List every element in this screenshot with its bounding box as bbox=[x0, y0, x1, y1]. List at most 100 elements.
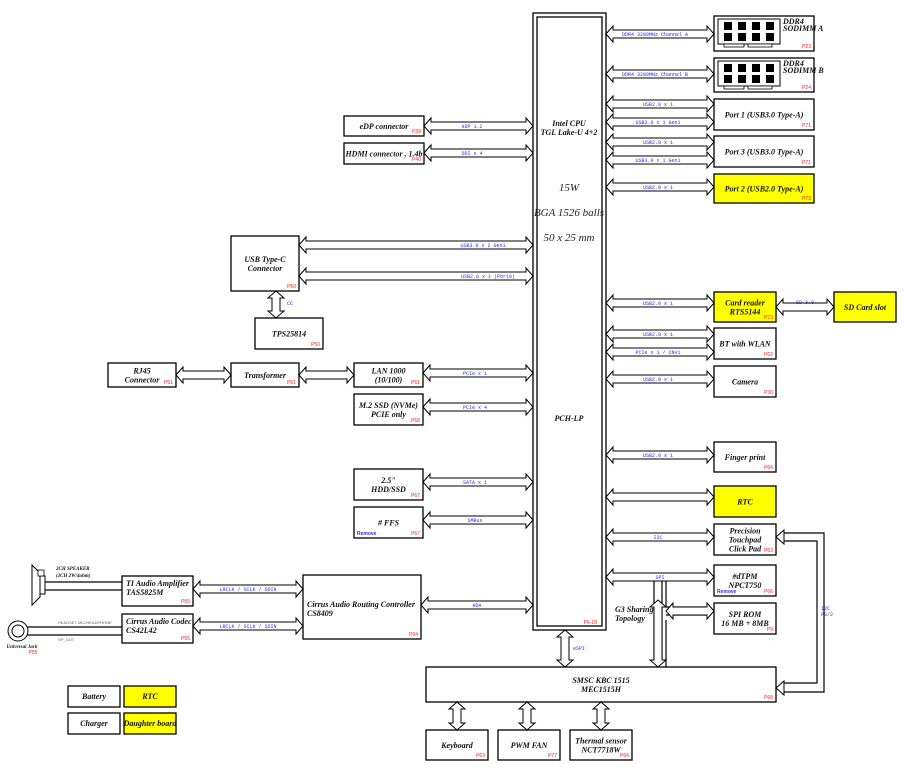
bus-arrow bbox=[605, 177, 715, 197]
bus-arrow bbox=[423, 143, 534, 163]
edp-page-ref: P39 bbox=[412, 129, 421, 135]
cc-arrow bbox=[266, 290, 286, 319]
bus-label-spi: SPI bbox=[655, 575, 664, 581]
fan-block bbox=[497, 729, 561, 761]
port3-page-ref: P71 bbox=[802, 160, 811, 166]
rtc-block bbox=[713, 485, 777, 518]
hdmi-page-ref: P40 bbox=[412, 157, 421, 163]
bus-arrow bbox=[775, 297, 835, 317]
ec-peripheral-arrow bbox=[517, 701, 537, 731]
i2c-ps2-line bbox=[784, 532, 825, 693]
ec-peripheral-arrow bbox=[591, 701, 611, 731]
dtpm-page-ref: P66 bbox=[764, 589, 773, 595]
port1-label: Port 1 (USB3.0 Type-A) bbox=[725, 111, 804, 120]
ec-arrow-head bbox=[775, 679, 785, 697]
bus-arrow bbox=[605, 527, 715, 547]
m2-label: PCIE only bbox=[371, 410, 406, 419]
bus-arrow bbox=[605, 24, 715, 44]
transformer-page-ref: P51 bbox=[287, 380, 296, 386]
thermal-label: Thermal sensor bbox=[575, 737, 628, 746]
bus-arrow bbox=[175, 365, 232, 385]
bus-label-p3-usb2: USB2.0 x 1 bbox=[643, 140, 673, 146]
cpu-power: 15W bbox=[559, 182, 580, 194]
touchpad-page-ref: P63 bbox=[764, 548, 773, 554]
finger-label: Finger print bbox=[724, 453, 766, 462]
bus-label-p3-usb3: USB3.0 x 1 Gen1 bbox=[635, 158, 680, 164]
legend-swatch bbox=[123, 712, 177, 735]
dtpm-label: #dTPM bbox=[732, 572, 759, 581]
ddr-a-label: DDR4 bbox=[782, 17, 804, 26]
legend-label: Daughter board bbox=[123, 719, 178, 728]
typec-label: Connector bbox=[248, 264, 284, 273]
speaker-line bbox=[25, 581, 122, 636]
dimm-chip-icon bbox=[724, 22, 732, 30]
ffs-remove-note: Remove bbox=[357, 531, 377, 537]
amp-page-ref: P55 bbox=[181, 599, 190, 605]
rtc-label: RTC bbox=[736, 498, 753, 507]
bus-label-hdmi: DDI x 4 bbox=[461, 151, 482, 157]
bus-arrow bbox=[605, 445, 715, 465]
hdd-label: 2.5" bbox=[380, 476, 395, 485]
ffs-block bbox=[353, 506, 424, 539]
legend-swatch bbox=[67, 712, 121, 735]
dimm-chip-icon bbox=[752, 33, 760, 41]
codec-block bbox=[121, 613, 194, 644]
bus-arrow bbox=[423, 116, 534, 136]
bus-label-cam-usb: USB2.0 x 1 bbox=[643, 377, 673, 383]
bus-label-sd: SD 3.0 bbox=[796, 300, 814, 306]
cpu-package: BGA 1526 balls bbox=[534, 207, 604, 219]
bus-label-ddr-a: DDR4 3200MHz Channel A bbox=[622, 32, 688, 38]
cpu-block bbox=[536, 16, 603, 627]
speaker-icon-body bbox=[39, 575, 46, 595]
ec-label: MEC1515H bbox=[580, 685, 622, 694]
dimm-pin-icon bbox=[723, 43, 745, 48]
bus-label-edp: eDP 1.2 bbox=[461, 124, 482, 130]
bus-label-amp-i2s: LRCLK / SCLK / SDIN bbox=[219, 587, 276, 593]
cpu-size: 50 x 25 mm bbox=[543, 232, 594, 244]
tps-label: TPS25814 bbox=[272, 330, 306, 339]
touchpad-label: Click Pad bbox=[729, 545, 762, 554]
bus-arrow bbox=[422, 472, 534, 492]
bus-arrow bbox=[298, 235, 534, 255]
lan-label: LAN 1000 bbox=[371, 367, 406, 376]
bus-arrow bbox=[605, 369, 715, 389]
ec-peripheral-arrow bbox=[447, 701, 467, 731]
ffs-label: # FFS bbox=[377, 519, 400, 528]
speaker-icon-top bbox=[37, 569, 45, 577]
bt-wlan-block bbox=[713, 327, 777, 360]
bus-arrow bbox=[605, 132, 715, 152]
bus-label-bt-usb: USB2.0 x 1 bbox=[643, 332, 673, 338]
dimm-chip-icon bbox=[766, 75, 774, 83]
ddr-b-label: SODIMM B bbox=[783, 66, 824, 75]
bus-label-cc: CC bbox=[287, 301, 293, 307]
dimm-chip-icon bbox=[738, 64, 746, 72]
card-reader-label: RTS5144 bbox=[729, 308, 761, 317]
bus-label-ddr-b: DDR4 3200MHz Channel B bbox=[622, 72, 688, 78]
card-reader-label: Card reader bbox=[725, 299, 766, 308]
rj45-page-ref: P51 bbox=[164, 380, 173, 386]
spi-rom-page-ref: P9 bbox=[767, 627, 773, 633]
g3-note: G3 Sharing bbox=[615, 605, 653, 614]
transformer-label: Transformer bbox=[244, 371, 287, 380]
spi-rom-arrow bbox=[665, 601, 715, 621]
router-page-ref: P64 bbox=[409, 632, 418, 638]
jack-signal-label: HP_OUT bbox=[58, 637, 75, 642]
speaker-label: 2CH SPEAKER bbox=[55, 567, 90, 572]
tps-page-ref: P50 bbox=[311, 342, 320, 348]
bus-label-card-usb: USB2.0 x 1 bbox=[643, 301, 673, 307]
jack-page-ref: P55 bbox=[29, 650, 38, 656]
thermal-label: NCT7718W bbox=[580, 746, 621, 755]
ddr-a-label: SODIMM A bbox=[783, 24, 824, 33]
dimm-pin-icon bbox=[747, 85, 773, 90]
thermal-page-ref: P66 bbox=[620, 753, 629, 759]
bus-arrow bbox=[298, 365, 355, 385]
hdd-label: HDD/SSD bbox=[370, 485, 406, 494]
bus-arrow bbox=[605, 112, 715, 132]
bt-wlan-label: BT with WLAN bbox=[718, 340, 772, 349]
spi-rom-block bbox=[713, 602, 777, 635]
camera-block bbox=[713, 365, 777, 398]
ffs-page-ref: P67 bbox=[411, 531, 420, 537]
sd-slot-label: SD Card slot bbox=[844, 303, 887, 312]
dimm-chip-icon bbox=[724, 64, 732, 72]
bus-arrow bbox=[605, 487, 715, 507]
